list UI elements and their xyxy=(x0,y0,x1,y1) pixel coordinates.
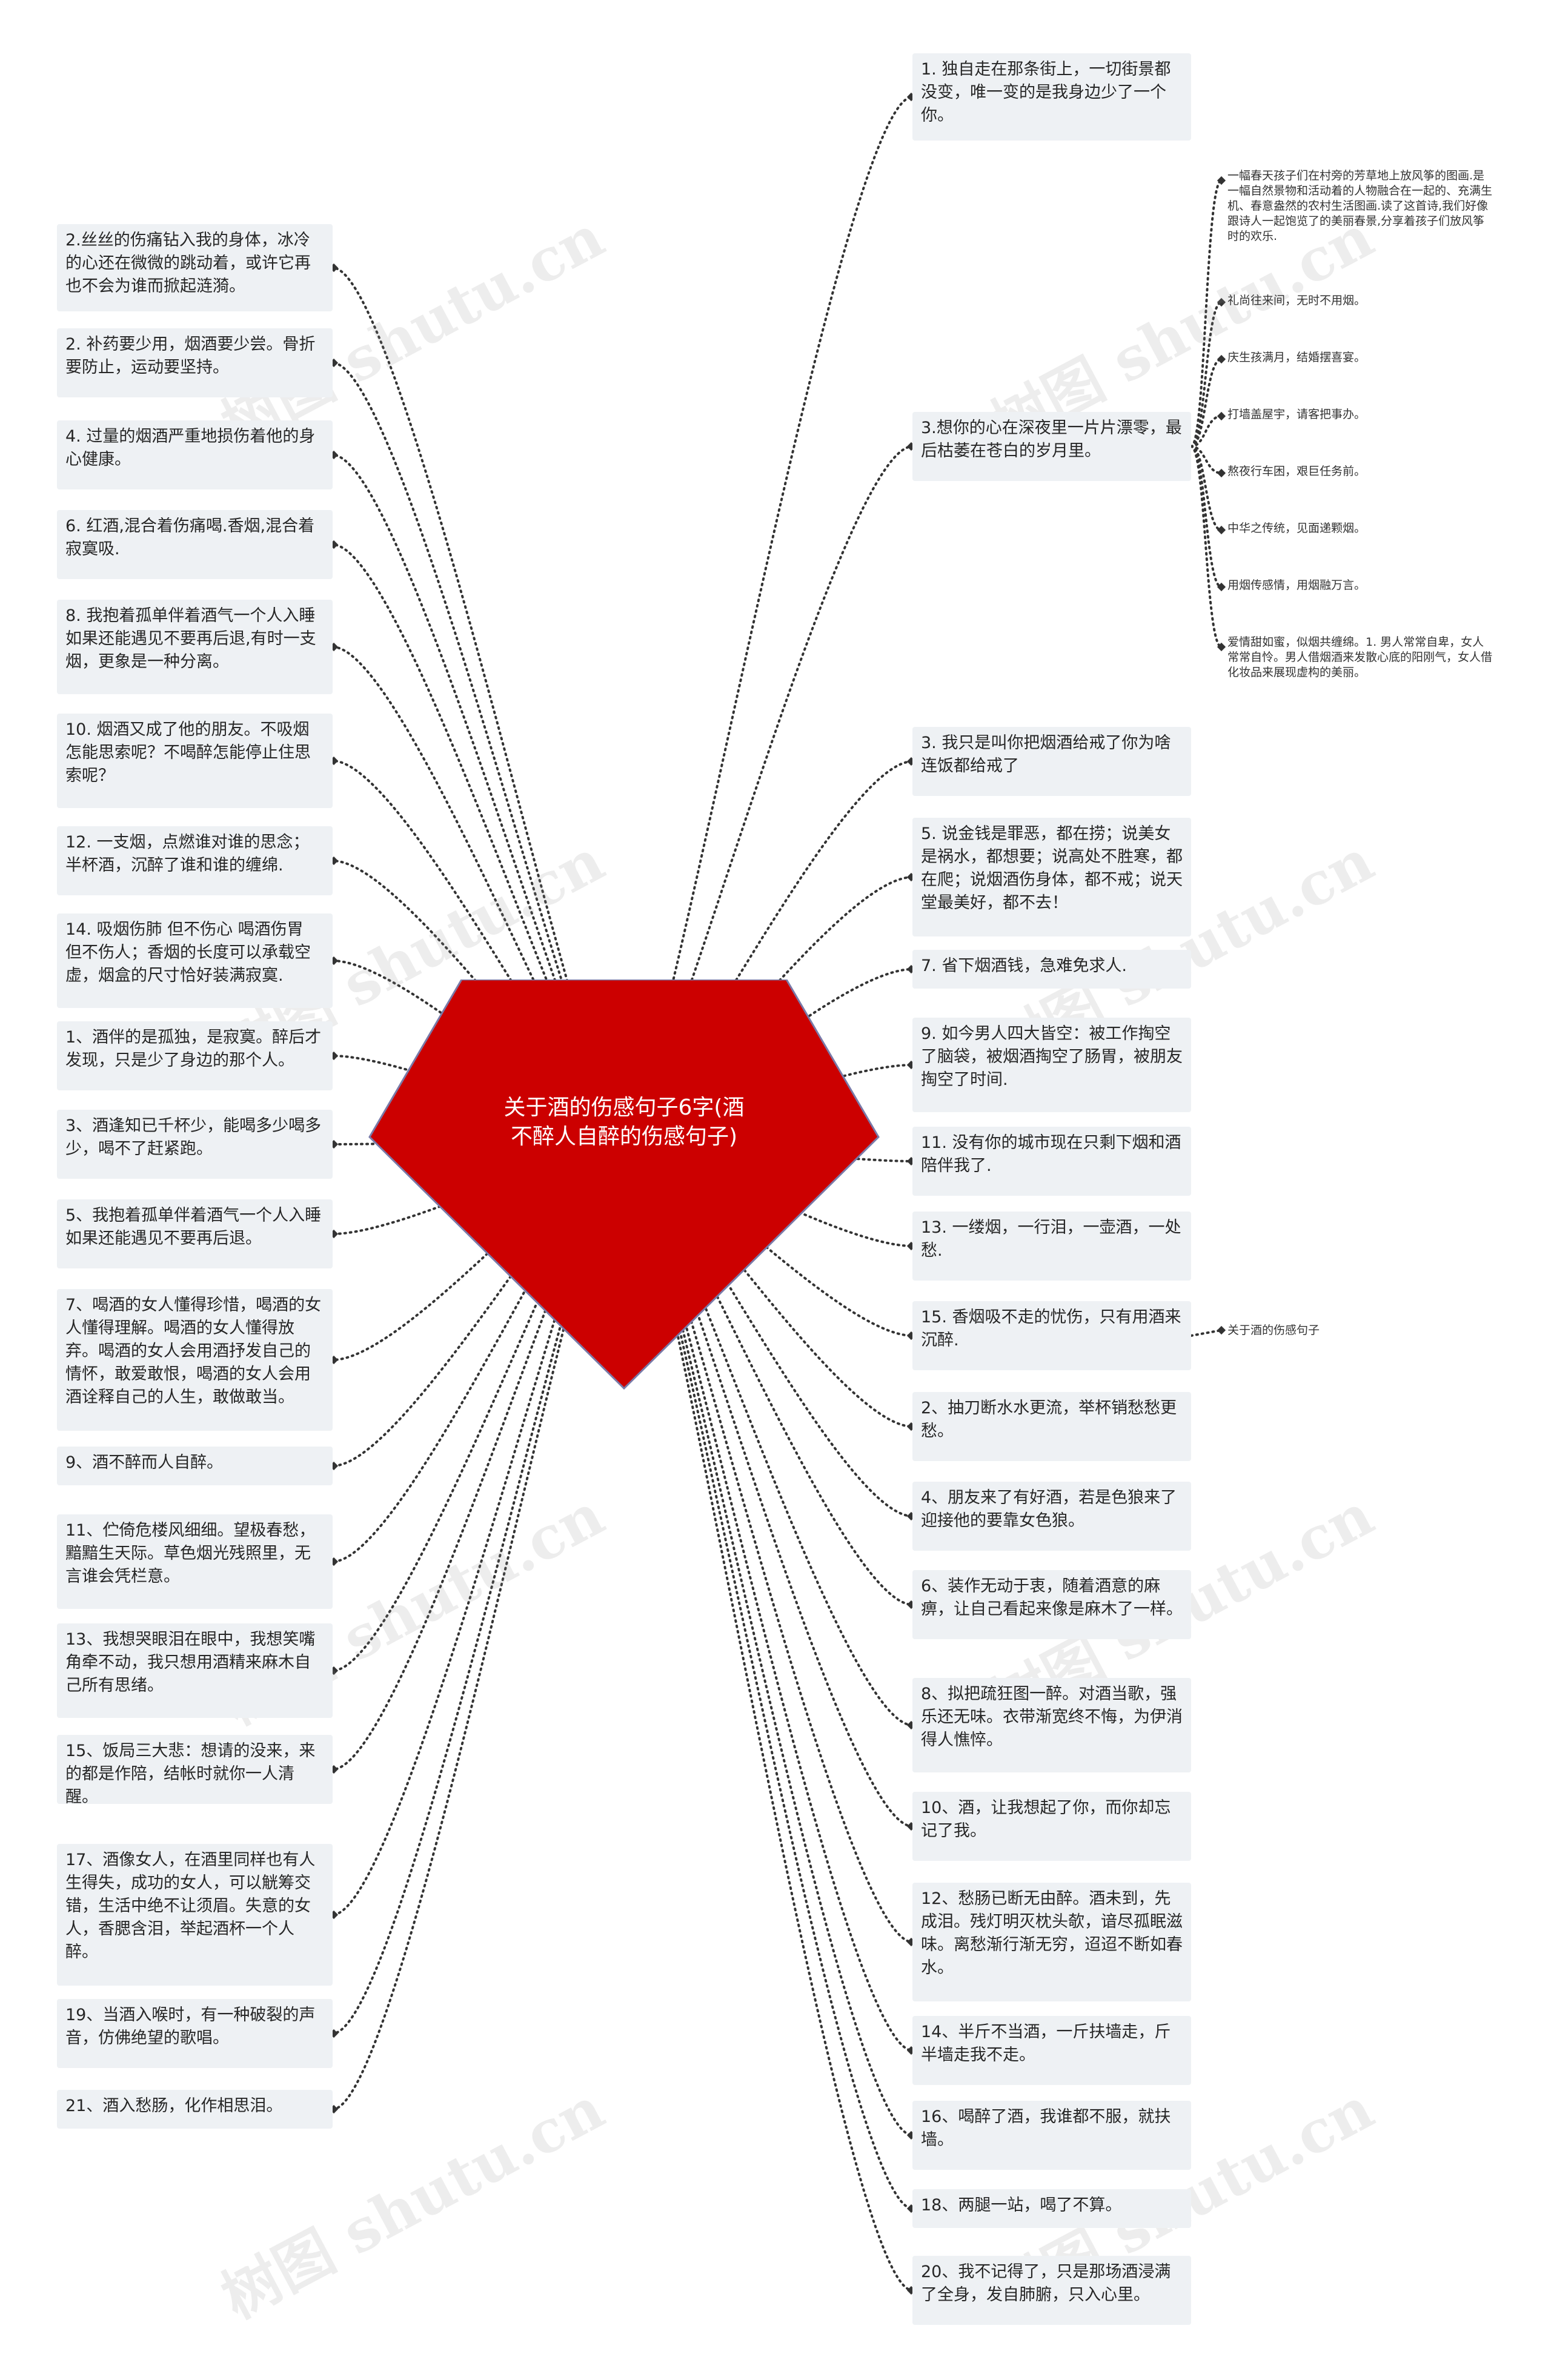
left-branch-node[interactable]: 17、酒像女人，在酒里同样也有人生得失，成功的女人，可以觥筹交错，生活中绝不让须… xyxy=(57,1844,333,1986)
sub-connector xyxy=(1190,358,1223,448)
left-branch-node[interactable]: 14. 吸烟伤肺 但不伤心 喝酒伤胃 但不伤人；香烟的长度可以承载空虚，烟盒的尺… xyxy=(57,913,333,1008)
sub-connector xyxy=(1190,445,1223,648)
connector-end-dot xyxy=(1217,525,1226,535)
sub-connector xyxy=(1190,179,1223,448)
left-connector xyxy=(331,1138,625,1771)
right-branch-node[interactable]: 6、装作无动于衷，随着酒意的麻痹，让自己看起来像是麻木了一样。 xyxy=(912,1570,1191,1639)
sub-leaf-text[interactable]: 用烟传感情，用烟融万言。 xyxy=(1227,578,1366,592)
right-branch-node[interactable]: 13. 一缕烟，一行泪，一壶酒，一处愁. xyxy=(912,1212,1191,1281)
left-branch-node[interactable]: 5、我抱着孤单伴着酒气一个人入睡如果还能遇见不要再后退。 xyxy=(57,1199,333,1268)
left-branch-node[interactable]: 12. 一支烟，点燃谁对谁的思念；半杯酒，沉醉了谁和谁的缠绵. xyxy=(57,826,333,895)
right-branch-node[interactable]: 2、抽刀断水水更流，举杯销愁愁更愁。 xyxy=(912,1392,1191,1461)
right-branch-node[interactable]: 7. 省下烟酒钱，急难免求人. xyxy=(912,950,1191,989)
connector-end-dot xyxy=(1217,411,1226,421)
sub-leaf-text[interactable]: 中华之传统，见面递颗烟。 xyxy=(1227,522,1366,535)
connector-end-dot xyxy=(1217,468,1226,478)
left-connector xyxy=(331,1138,625,1563)
central-topic-title[interactable]: 关于酒的伤感句子6字(酒不醉人自醉的伤感句子) xyxy=(503,1095,745,1149)
left-branch-node[interactable]: 2. 补药要少用，烟酒要少尝。骨折要防止，运动要坚持。 xyxy=(57,328,333,397)
left-branch-node[interactable]: 19、当酒入喉时，有一种破裂的声音，仿佛绝望的歌唱。 xyxy=(57,1999,333,2068)
connector-end-dot xyxy=(1217,642,1226,652)
right-branch-node[interactable]: 12、愁肠已断无由醉。酒未到，先成泪。残灯明灭枕头欹，谙尽孤眠滋味。离愁渐行渐无… xyxy=(912,1883,1191,2001)
right-branch-node[interactable]: 3.想你的心在深夜里一片片漂零，最后枯萎在苍白的岁月里。 xyxy=(912,412,1191,481)
connector-end-dot xyxy=(1217,582,1226,592)
left-branch-node[interactable]: 6. 红酒,混合着伤痛喝.香烟,混合着寂寞吸. xyxy=(57,510,333,579)
sub-connector xyxy=(1190,301,1223,448)
sub-leaf-text[interactable]: 一幅春天孩子们在村旁的芳草地上放风筝的图画.是一幅自然景物和活动着的人物融合在一… xyxy=(1227,169,1493,243)
sub-connector xyxy=(1190,445,1223,588)
right-branch-node[interactable]: 4、朋友来了有好酒，若是色狼来了迎接他的要靠女色狼。 xyxy=(912,1482,1191,1551)
left-branch-node[interactable]: 13、我想哭眼泪在眼中，我想笑嘴角牵不动，我只想用酒精来麻木自己所有思绪。 xyxy=(57,1623,333,1718)
right-branch-node[interactable]: 18、两腿一站，喝了不算。 xyxy=(912,2189,1191,2228)
right-branch-node[interactable]: 15. 香烟吸不走的忧伤，只有用酒来沉醉. xyxy=(912,1301,1191,1370)
diamond-shape xyxy=(368,980,880,1390)
right-branch-node[interactable]: 1. 独自走在那条街上，一切街景都没变，唯一变的是我身边少了一个你。 xyxy=(912,53,1191,141)
right-connector xyxy=(623,968,914,1140)
sub-connector xyxy=(1190,1329,1223,1337)
left-branch-node[interactable]: 10. 烟酒又成了他的朋友。不吸烟怎能思索呢？不喝醉怎能停止住思索呢？ xyxy=(57,714,333,808)
right-branch-node[interactable]: 11. 没有你的城市现在只剩下烟和酒陪伴我了. xyxy=(912,1127,1191,1196)
connector-end-dot xyxy=(1217,297,1226,307)
right-branch-node[interactable]: 10、酒，让我想起了你，而你却忘记了我。 xyxy=(912,1792,1191,1861)
connector-end-dot xyxy=(1217,176,1226,185)
sub-connector xyxy=(1190,445,1223,531)
left-connector xyxy=(331,1138,625,1467)
sub-leaf-text[interactable]: 礼尚往来间，无时不用烟。 xyxy=(1227,294,1366,307)
sub-leaf-text[interactable]: 爱情甜如蜜，似烟共缠绵。1. 男人常常自卑，女人常常自怜。男人借烟酒来发散心底的… xyxy=(1227,635,1493,679)
sub-leaf-text[interactable]: 打墙盖屋宇，请客把事办。 xyxy=(1227,408,1366,421)
left-branch-node[interactable]: 4. 过量的烟酒严重地损伤着他的身心健康。 xyxy=(57,420,333,489)
sub-connector xyxy=(1190,445,1223,474)
right-branch-node[interactable]: 16、喝醉了酒，我谁都不服，就扶墙。 xyxy=(912,2101,1191,2170)
left-branch-node[interactable]: 1、酒伴的是孤独，是寂寞。醉后才发现，只是少了身边的那个人。 xyxy=(57,1021,333,1090)
central-topic-shape xyxy=(368,980,880,1390)
sub-leaf-text[interactable]: 熬夜行车困，艰巨任务前。 xyxy=(1227,465,1366,478)
left-branch-node[interactable]: 21、酒入愁肠，化作相思泪。 xyxy=(57,2090,333,2129)
left-branch-node[interactable]: 8. 我抱着孤单伴着酒气一个人入睡如果还能遇见不要再后退,有时一支烟，更象是一种… xyxy=(57,600,333,694)
right-branch-node[interactable]: 9. 如今男人四大皆空：被工作掏空了脑袋，被烟酒掏空了肠胃，被朋友掏空了时间. xyxy=(912,1018,1191,1112)
left-branch-node[interactable]: 7、喝酒的女人懂得珍惜，喝酒的女人懂得理解。喝酒的女人懂得放弃。喝酒的女人会用酒… xyxy=(57,1289,333,1431)
right-branch-node[interactable]: 3. 我只是叫你把烟酒给戒了你为啥连饭都给戒了 xyxy=(912,727,1191,796)
right-branch-node[interactable]: 5. 说金钱是罪恶，都在捞；说美女是祸水，都想要；说高处不胜寒，都在爬；说烟酒伤… xyxy=(912,818,1191,936)
connector-end-dot xyxy=(1217,354,1226,364)
right-connector xyxy=(623,1138,914,2136)
connector-end-dot xyxy=(1217,1325,1226,1335)
right-branch-node[interactable]: 8、拟把疏狂图一醉。对酒当歌，强乐还无味。衣带渐宽终不悔，为伊消得人憔悴。 xyxy=(912,1678,1191,1772)
left-connector xyxy=(331,1138,625,1672)
sub-leaf-text[interactable]: 关于酒的伤感句子 xyxy=(1227,1324,1320,1337)
right-branch-node[interactable]: 20、我不记得了，只是那场酒浸满了全身，发自肺腑，只入心里。 xyxy=(912,2256,1191,2325)
left-branch-node[interactable]: 3、酒逢知已千杯少，能喝多少喝多少，喝不了赶紧跑。 xyxy=(57,1110,333,1179)
left-branch-node[interactable]: 9、酒不醉而人自醉。 xyxy=(57,1447,333,1485)
right-connector xyxy=(623,1138,914,2052)
right-branch-node[interactable]: 14、半斤不当酒，一斤扶墙走，斤半墙走我不走。 xyxy=(912,2016,1191,2085)
left-branch-node[interactable]: 15、饭局三大悲：想请的没来，来的都是作陪，结帐时就你一人清醒。 xyxy=(57,1735,333,1804)
sub-leaf-text[interactable]: 庆生孩满月，结婚摆喜宴。 xyxy=(1227,351,1366,364)
sub-connector xyxy=(1190,415,1223,448)
left-branch-node[interactable]: 11、伫倚危楼风细细。望极春愁，黯黯生天际。草色烟光残照里，无言谁会凭栏意。 xyxy=(57,1514,333,1609)
left-branch-node[interactable]: 2.丝丝的伤痛钻入我的身体，冰冷的心还在微微的跳动着，或许它再也不会为谁而掀起涟… xyxy=(57,224,333,311)
